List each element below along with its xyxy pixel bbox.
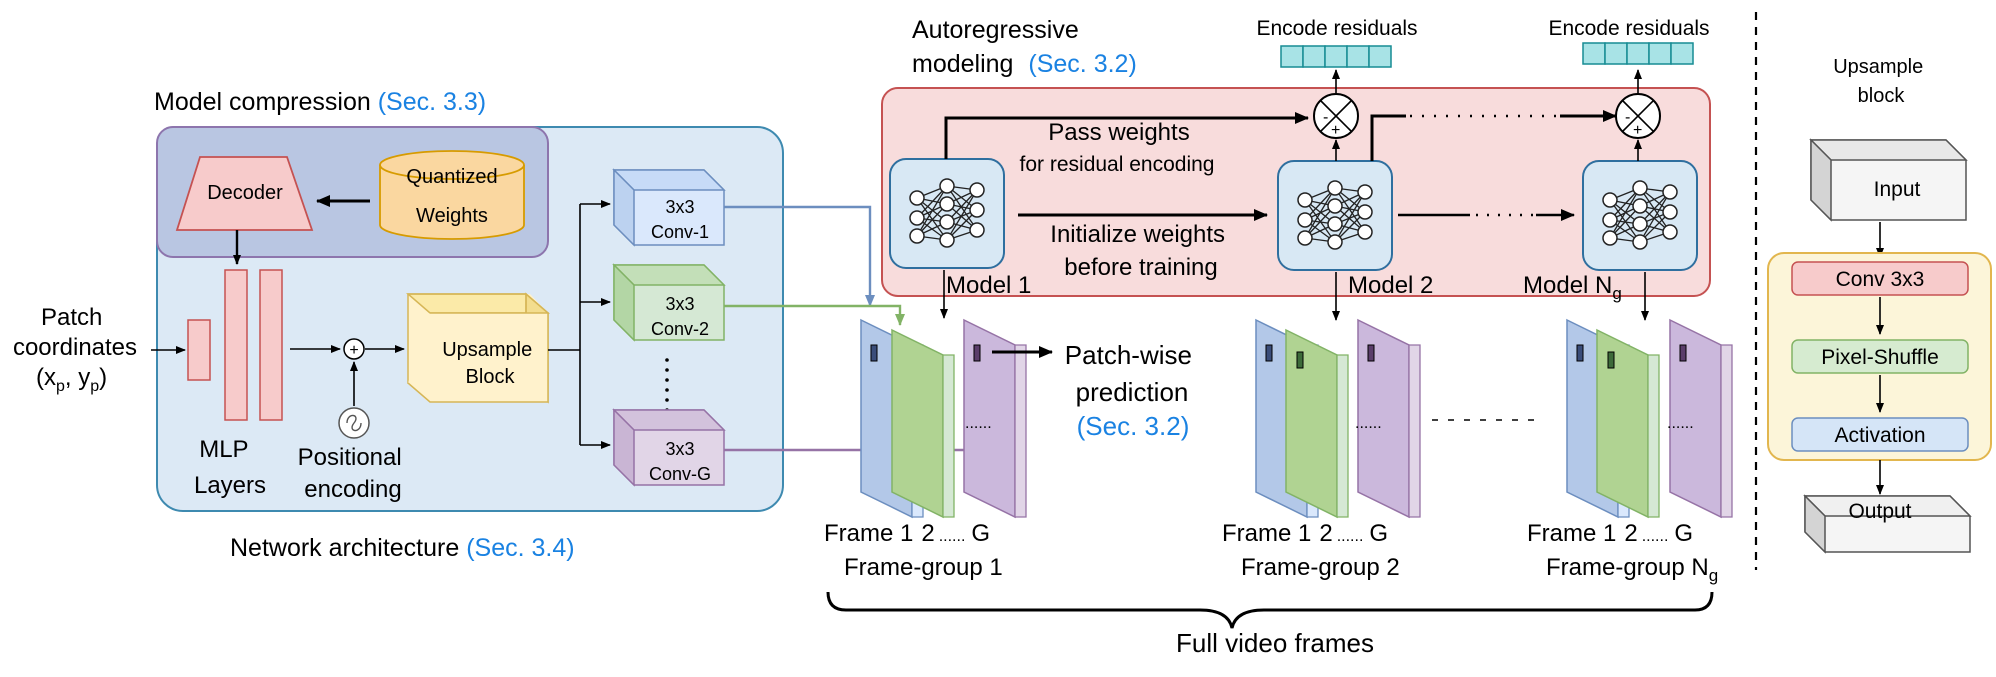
full-video-frames-label: Full video frames bbox=[1176, 628, 1374, 658]
output-label: Output bbox=[1848, 500, 1911, 523]
pass-weights-arrow bbox=[944, 112, 1309, 159]
upsample-block-cube bbox=[405, 292, 551, 404]
conv3x3-box bbox=[1791, 261, 1969, 296]
model-2-label: Model 2 bbox=[1348, 272, 1433, 299]
quantized-weights-cylinder bbox=[379, 150, 525, 240]
model-n-label: Model Ng bbox=[1523, 272, 1622, 303]
input-label: Input bbox=[1874, 178, 1921, 201]
svg-text:-: - bbox=[1625, 109, 1630, 126]
mlp-layer-2 bbox=[224, 269, 248, 421]
encode-residuals-1-bar bbox=[1280, 45, 1392, 68]
conv-dots bbox=[665, 358, 669, 412]
pass-weights-label: Pass weights bbox=[1048, 119, 1189, 146]
mlp-layer-3 bbox=[259, 269, 283, 421]
svg-text:+: + bbox=[1331, 122, 1340, 139]
encode-residuals-1-label: Encode residuals bbox=[1256, 17, 1417, 40]
conv-1-cube bbox=[612, 168, 726, 247]
frame-group-2: ...... bbox=[1255, 318, 1421, 519]
sum-plus: + bbox=[349, 342, 358, 359]
decoder-block bbox=[175, 156, 314, 231]
network-architecture-caption: Network architecture (Sec. 3.4) bbox=[230, 534, 575, 562]
positional-encoding-wave bbox=[346, 414, 362, 432]
model-compression-title: Model compression (Sec. 3.3) bbox=[154, 88, 486, 116]
patch-wise-prediction-ref: (Sec. 3.2) bbox=[1077, 411, 1190, 441]
upsample-block-title: Upsample block bbox=[1833, 56, 1929, 107]
conv-2-to-frame-2-line bbox=[724, 304, 905, 326]
svg-text:......: ...... bbox=[1355, 415, 1382, 432]
frame-group-1-label: Frame-group 1 bbox=[844, 554, 1003, 581]
conv3x3-label: Conv 3x3 bbox=[1836, 268, 1925, 291]
svg-text:-: - bbox=[1323, 109, 1328, 126]
output-cube bbox=[1803, 494, 1972, 554]
pixel-shuffle-box bbox=[1791, 339, 1969, 374]
initialize-weights-label: Initialize weights before training bbox=[1050, 221, 1231, 281]
conv-2-cube bbox=[612, 263, 726, 342]
pixel-shuffle-label: Pixel-Shuffle bbox=[1821, 346, 1939, 369]
encode-residuals-2-label: Encode residuals bbox=[1548, 17, 1709, 40]
frame-group-n-label: Frame-group Ng bbox=[1546, 554, 1718, 585]
svg-text:......: ...... bbox=[1667, 415, 1694, 432]
full-video-brace bbox=[826, 591, 1714, 629]
frame-group-1: ...... bbox=[860, 318, 1027, 519]
conv-g-cube bbox=[612, 408, 726, 487]
positional-encoding-label: Positional encoding bbox=[298, 444, 409, 503]
model-2-box bbox=[1277, 160, 1393, 271]
autoregressive-title: Autoregressive modeling (Sec. 3.2) bbox=[912, 16, 1137, 78]
residual-node-1: - + bbox=[1313, 93, 1359, 139]
svg-text:......: ...... bbox=[965, 415, 992, 432]
pass-weights-sub-label: for residual encoding bbox=[1020, 153, 1215, 176]
sum-node bbox=[343, 338, 365, 360]
quantized-label: Quantized bbox=[406, 166, 497, 188]
frame-group-n: ...... bbox=[1566, 318, 1733, 519]
weights-label: Weights bbox=[416, 205, 488, 227]
patch-wise-prediction-label: Patch-wise prediction bbox=[1065, 340, 1199, 407]
patch-coordinates-label: Patch coordinates bbox=[13, 304, 137, 361]
residual-node-2: - + bbox=[1615, 93, 1661, 139]
model-2-to-residual-2-line bbox=[1370, 114, 1406, 161]
model-1-box bbox=[889, 158, 1005, 269]
mlp-layer-1 bbox=[187, 319, 211, 381]
activation-box bbox=[1791, 417, 1969, 452]
model-1-label: Model 1 bbox=[946, 272, 1031, 299]
activation-label: Activation bbox=[1834, 424, 1925, 447]
frame-group-2-label: Frame-group 2 bbox=[1241, 554, 1400, 581]
svg-text:+: + bbox=[1633, 122, 1642, 139]
conv-1-to-frame-1-line bbox=[724, 205, 875, 307]
input-cube bbox=[1809, 138, 1968, 222]
upsample-block-label: Upsample Block bbox=[442, 339, 538, 388]
decoder-label: Decoder bbox=[207, 182, 283, 204]
mlp-label: MLP Layers bbox=[194, 436, 266, 499]
patch-coordinates-formula: (xp, yp) bbox=[36, 364, 107, 395]
model-n-box bbox=[1582, 160, 1698, 271]
encode-residuals-2-bar bbox=[1582, 42, 1694, 65]
conv-branch-lines bbox=[548, 200, 611, 449]
